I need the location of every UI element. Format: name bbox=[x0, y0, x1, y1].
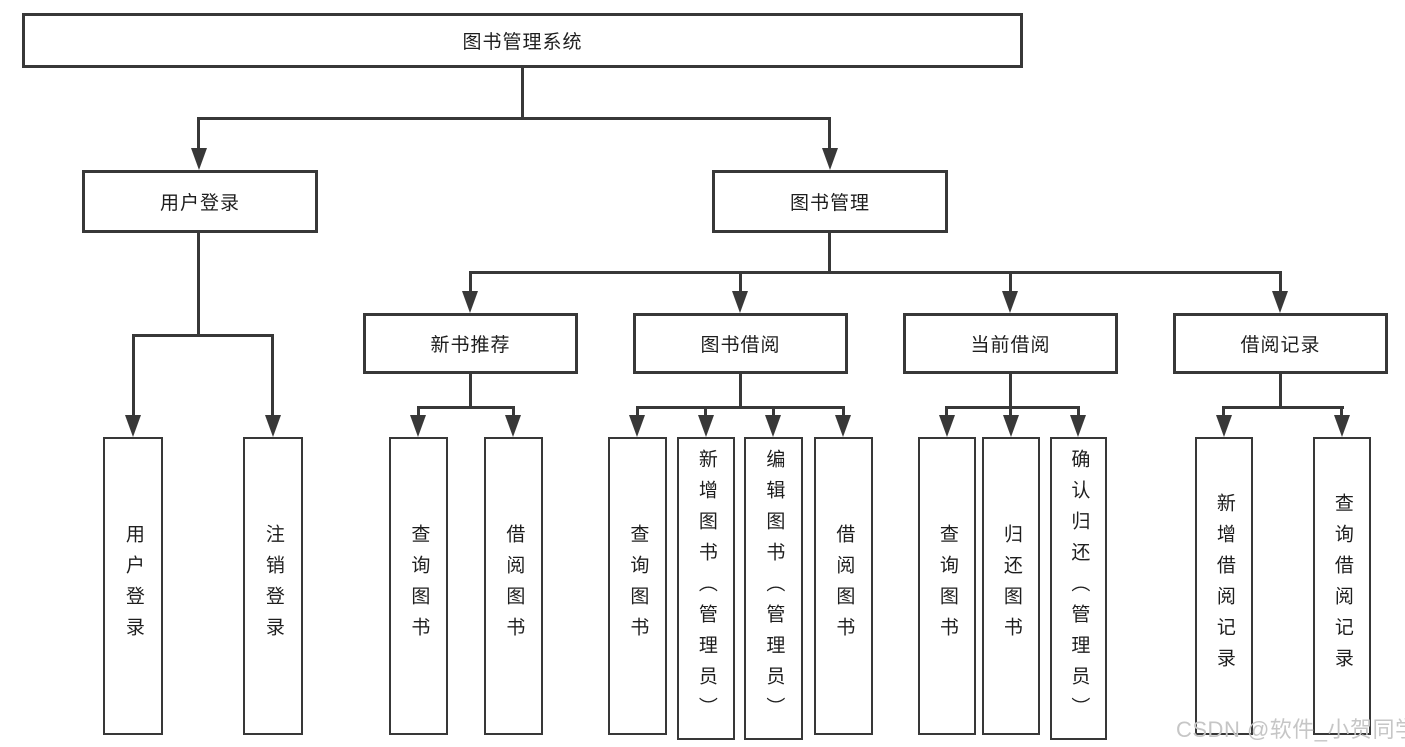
connector-v bbox=[1009, 374, 1012, 409]
arrowhead-down-icon bbox=[505, 415, 521, 437]
leaf-borrow-edit-admin: 编辑图书（管理员） bbox=[744, 437, 803, 740]
leaf-records-add: 新增借阅记录 bbox=[1195, 437, 1253, 735]
connector-v bbox=[271, 334, 274, 418]
leaf-label: 注销登录 bbox=[262, 524, 284, 648]
leaf-logout: 注销登录 bbox=[243, 437, 303, 735]
node-label: 新书推荐 bbox=[430, 335, 511, 356]
leaf-borrow-borrow: 借阅图书 bbox=[814, 437, 873, 735]
arrowhead-down-icon bbox=[191, 148, 207, 170]
arrowhead-down-icon bbox=[698, 415, 714, 437]
arrowhead-down-icon bbox=[125, 415, 141, 437]
leaf-label: 归还图书 bbox=[1000, 524, 1022, 648]
connector-v bbox=[512, 406, 515, 418]
node-root: 图书管理系统 bbox=[22, 13, 1023, 68]
leaf-label: 查询图书 bbox=[408, 524, 430, 648]
connector-v bbox=[1279, 271, 1282, 295]
connector-v bbox=[636, 406, 639, 418]
leaf-label: 查询借阅记录 bbox=[1331, 493, 1353, 679]
connector-v bbox=[739, 271, 742, 295]
connector-v bbox=[197, 117, 200, 151]
node-book-borrow: 图书借阅 bbox=[633, 313, 848, 374]
connector-v bbox=[772, 406, 775, 418]
arrowhead-down-icon bbox=[1003, 415, 1019, 437]
arrowhead-down-icon bbox=[629, 415, 645, 437]
node-current-borrow: 当前借阅 bbox=[903, 313, 1118, 374]
connector-h bbox=[132, 334, 274, 337]
connector-v bbox=[828, 233, 831, 274]
connector-h bbox=[469, 271, 1281, 274]
leaf-label: 编辑图书（管理员） bbox=[763, 449, 785, 728]
leaf-current-return: 归还图书 bbox=[982, 437, 1040, 735]
arrowhead-down-icon bbox=[835, 415, 851, 437]
leaf-label: 查询图书 bbox=[627, 524, 649, 648]
connector-v bbox=[1222, 406, 1225, 418]
leaf-label: 用户登录 bbox=[122, 524, 144, 648]
connector-v bbox=[739, 374, 742, 409]
node-label: 图书管理系统 bbox=[462, 32, 583, 53]
leaf-borrow-query: 查询图书 bbox=[608, 437, 667, 735]
connector-h bbox=[636, 406, 845, 409]
arrowhead-down-icon bbox=[410, 415, 426, 437]
arrowhead-down-icon bbox=[1334, 415, 1350, 437]
node-label: 借阅记录 bbox=[1240, 335, 1321, 356]
connector-v bbox=[828, 117, 831, 151]
leaf-newbooks-borrow: 借阅图书 bbox=[484, 437, 543, 735]
node-book-management: 图书管理 bbox=[712, 170, 948, 233]
connector-v bbox=[1077, 406, 1080, 418]
connector-v bbox=[417, 406, 420, 418]
node-label: 当前借阅 bbox=[970, 335, 1051, 356]
leaf-label: 查询图书 bbox=[936, 524, 958, 648]
arrowhead-down-icon bbox=[265, 415, 281, 437]
arrowhead-down-icon bbox=[939, 415, 955, 437]
connector-h bbox=[197, 117, 831, 120]
node-new-books: 新书推荐 bbox=[363, 313, 578, 374]
leaf-current-query: 查询图书 bbox=[918, 437, 976, 735]
connector-v bbox=[1279, 374, 1282, 409]
connector-h bbox=[417, 406, 515, 409]
leaf-newbooks-query: 查询图书 bbox=[389, 437, 448, 735]
leaf-borrow-add-admin: 新增图书（管理员） bbox=[677, 437, 735, 740]
arrowhead-down-icon bbox=[765, 415, 781, 437]
leaf-current-confirm-admin: 确认归还（管理员） bbox=[1050, 437, 1107, 740]
leaf-label: 确认归还（管理员） bbox=[1068, 449, 1090, 728]
leaf-label: 借阅图书 bbox=[833, 524, 855, 648]
arrowhead-down-icon bbox=[462, 291, 478, 313]
connector-h bbox=[945, 406, 1080, 409]
node-label: 图书管理 bbox=[789, 193, 870, 214]
leaf-label: 新增借阅记录 bbox=[1213, 493, 1235, 679]
connector-v bbox=[704, 406, 707, 418]
connector-v bbox=[469, 374, 472, 409]
connector-v bbox=[197, 233, 200, 337]
connector-h bbox=[1222, 406, 1344, 409]
node-user-login: 用户登录 bbox=[82, 170, 318, 233]
leaf-records-query: 查询借阅记录 bbox=[1313, 437, 1371, 735]
leaf-label: 新增图书（管理员） bbox=[695, 449, 717, 728]
arrowhead-down-icon bbox=[1002, 291, 1018, 313]
arrowhead-down-icon bbox=[732, 291, 748, 313]
arrowhead-down-icon bbox=[1272, 291, 1288, 313]
connector-v bbox=[132, 334, 135, 418]
connector-v bbox=[1340, 406, 1343, 418]
node-borrow-records: 借阅记录 bbox=[1173, 313, 1388, 374]
connector-v bbox=[842, 406, 845, 418]
connector-v bbox=[521, 68, 524, 120]
leaf-user-login: 用户登录 bbox=[103, 437, 163, 735]
arrowhead-down-icon bbox=[822, 148, 838, 170]
leaf-label: 借阅图书 bbox=[503, 524, 525, 648]
watermark: CSDN @软件_小贺同学 bbox=[1176, 717, 1405, 742]
connector-v bbox=[1009, 406, 1012, 418]
arrowhead-down-icon bbox=[1216, 415, 1232, 437]
connector-v bbox=[469, 271, 472, 295]
node-label: 用户登录 bbox=[159, 193, 240, 214]
connector-v bbox=[945, 406, 948, 418]
node-label: 图书借阅 bbox=[700, 335, 781, 356]
arrowhead-down-icon bbox=[1070, 415, 1086, 437]
connector-v bbox=[1009, 271, 1012, 295]
